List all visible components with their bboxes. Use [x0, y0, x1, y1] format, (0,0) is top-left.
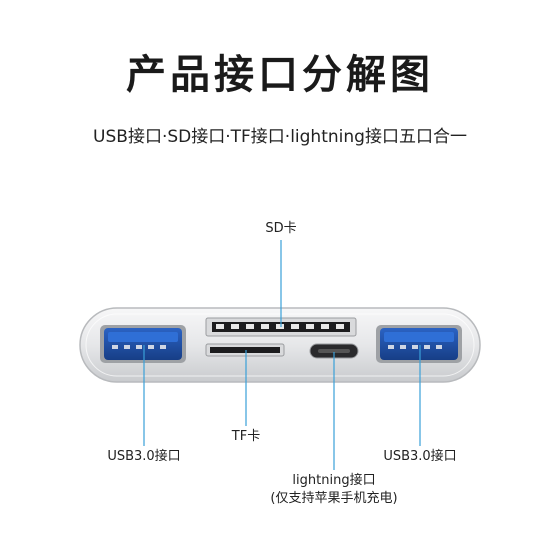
label-lightning-note: (仅支持苹果手机充电) — [270, 491, 398, 506]
page-title: 产品接口分解图 — [126, 52, 434, 98]
label-usb-left: USB3.0接口 — [107, 449, 181, 464]
usb-port-right — [376, 325, 462, 363]
tf-card-slot — [205, 343, 285, 357]
pointer-lines — [143, 240, 421, 470]
usb-port-left — [100, 325, 186, 363]
label-lightning: lightning接口 — [292, 473, 376, 488]
label-usb-right: USB3.0接口 — [383, 449, 457, 464]
page-subtitle: USB接口·SD接口·TF接口·lightning接口五口合一 — [93, 127, 467, 147]
label-tf-card: TF卡 — [231, 429, 261, 444]
label-sd-card: SD卡 — [265, 221, 297, 236]
